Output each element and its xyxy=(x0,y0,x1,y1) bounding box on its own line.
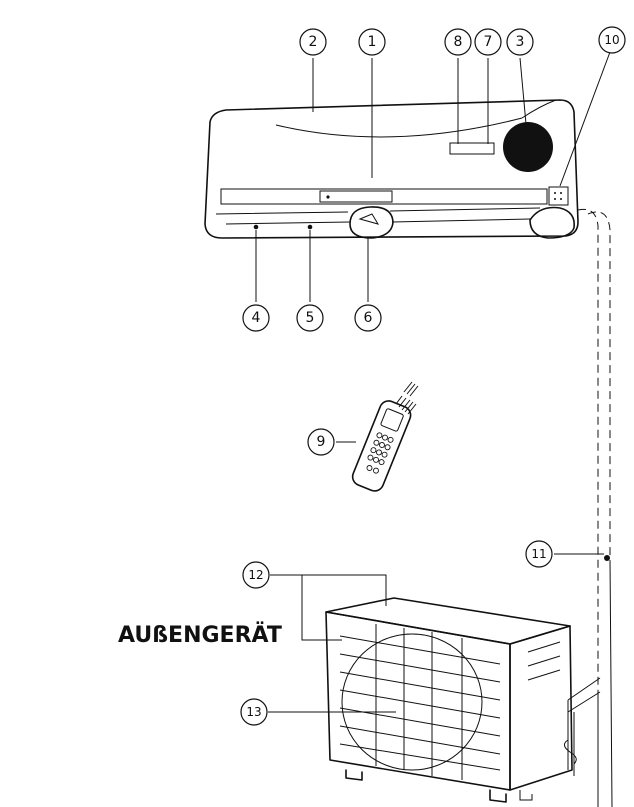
callout-13: 13 xyxy=(240,698,268,726)
callout-8: 8 xyxy=(444,28,472,56)
remote-signal-waves xyxy=(395,381,419,415)
round-indicator xyxy=(503,122,553,172)
louvre-upper xyxy=(215,207,541,215)
outdoor-side xyxy=(509,625,573,791)
control-panel xyxy=(548,186,569,206)
pipe-exit xyxy=(529,206,576,239)
callout-9: 9 xyxy=(307,428,335,456)
svg-text:11: 11 xyxy=(531,547,546,561)
callout-3: 3 xyxy=(506,28,534,56)
indoor-unit xyxy=(204,99,579,239)
svg-text:10: 10 xyxy=(604,33,619,47)
louvre-lower xyxy=(225,218,531,225)
leader-12b xyxy=(301,575,342,641)
callout-11: 11 xyxy=(525,540,553,568)
fan-grille xyxy=(339,624,501,780)
top-edge-curve xyxy=(521,99,557,119)
control-dot-4 xyxy=(560,198,562,200)
leader-12a xyxy=(270,574,387,606)
callout-10: 10 xyxy=(598,26,626,54)
foot-back xyxy=(519,790,533,801)
svg-text:5: 5 xyxy=(306,310,315,326)
callout-4: 4 xyxy=(242,304,270,332)
pipe-solid xyxy=(609,559,613,807)
callout-1: 1 xyxy=(358,28,386,56)
callout-6: 6 xyxy=(354,304,382,332)
indoor-unit-housing xyxy=(204,99,579,239)
control-dot-2 xyxy=(560,192,562,194)
leader-3 xyxy=(519,57,527,125)
svg-text:6: 6 xyxy=(364,310,373,326)
svg-text:12: 12 xyxy=(248,568,263,582)
svg-text:3: 3 xyxy=(516,34,525,50)
svg-text:7: 7 xyxy=(484,34,493,50)
center-panel-dot xyxy=(326,195,330,199)
outdoor-unit xyxy=(325,597,577,803)
svg-text:8: 8 xyxy=(454,34,463,50)
remote-control xyxy=(351,400,412,492)
pipe-down xyxy=(567,700,575,776)
svg-text:9: 9 xyxy=(317,434,326,450)
svg-text:4: 4 xyxy=(252,310,261,326)
knob-mark xyxy=(358,213,380,225)
connecting-pipes xyxy=(567,208,613,807)
louvre-knob xyxy=(349,206,394,239)
svg-text:2: 2 xyxy=(309,34,318,50)
svg-text:13: 13 xyxy=(246,705,261,719)
louvre-dot-mid xyxy=(307,224,313,230)
callout-12: 12 xyxy=(242,561,270,589)
outdoor-unit-heading: AUßENGERÄT xyxy=(118,622,282,648)
display-panel xyxy=(449,142,495,155)
control-dot-3 xyxy=(554,198,556,200)
valve-connector xyxy=(564,739,577,765)
side-vents xyxy=(527,641,561,681)
callout-5: 5 xyxy=(296,304,324,332)
air-filter-strip xyxy=(220,188,548,205)
leader-10 xyxy=(559,51,611,187)
pipe-marker-dot xyxy=(604,555,610,561)
front-panel-curve xyxy=(275,117,523,138)
pipe-bend xyxy=(567,677,601,713)
fan-circle xyxy=(341,633,483,771)
drain-hose-dashed xyxy=(577,208,599,690)
foot-right xyxy=(489,789,507,803)
center-panel xyxy=(319,190,393,203)
leader-lines xyxy=(255,51,611,713)
foot-left xyxy=(345,769,363,781)
svg-text:1: 1 xyxy=(368,34,377,50)
callout-7: 7 xyxy=(474,28,502,56)
callout-2: 2 xyxy=(299,28,327,56)
louvre-dot-left xyxy=(253,224,259,230)
control-dot-1 xyxy=(554,192,556,194)
pipe-dashed xyxy=(587,211,611,560)
